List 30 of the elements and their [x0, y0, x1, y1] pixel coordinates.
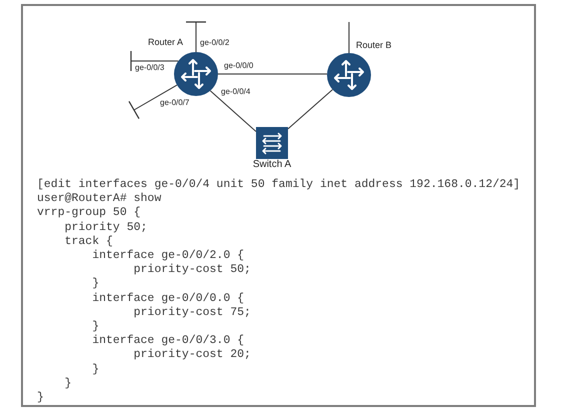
edge-label: ge-0/0/7 [160, 99, 190, 107]
code-line: [edit interfaces ge-0/0/4 unit 50 family inet address 192.168.0.12/24] [37, 178, 520, 192]
edge-label: ge-0/0/0 [224, 62, 254, 70]
code-line: priority-cost 75; [134, 306, 251, 320]
code-line: priority 50; [64, 220, 148, 235]
code-line: } [64, 376, 72, 392]
edge-label: ge-0/0/3 [135, 64, 164, 72]
code-line: } [92, 362, 100, 377]
device-label: Switch A [252, 160, 292, 170]
code-line: priority-cost 50; [134, 263, 251, 278]
code-line: vrrp-group 50 { [37, 206, 141, 221]
connection-line [185, 21, 207, 52]
code-line: } [37, 391, 44, 406]
device-label: Router A [148, 38, 184, 47]
code-line: } [92, 320, 100, 334]
code-line: interface ge-0/0/0.0 { [92, 292, 244, 306]
code-line: user@RouterA# show [37, 192, 162, 206]
connection-line [210, 90, 256, 132]
code-line: } [92, 277, 100, 292]
edge-label: ge-0/0/4 [221, 88, 250, 96]
code-line: interface ge-0/0/3.0 { [92, 334, 244, 348]
device-label: Router B [356, 41, 392, 50]
connection-line [130, 50, 179, 72]
code-line: interface ge-0/0/2.0 { [92, 249, 244, 264]
connection-line [288, 89, 333, 130]
connection-line [128, 84, 178, 120]
code-line: track { [64, 234, 113, 250]
connection-line [348, 22, 350, 54]
edge-label: ge-0/0/2 [200, 39, 230, 47]
code-line: priority-cost 20; [134, 348, 251, 363]
